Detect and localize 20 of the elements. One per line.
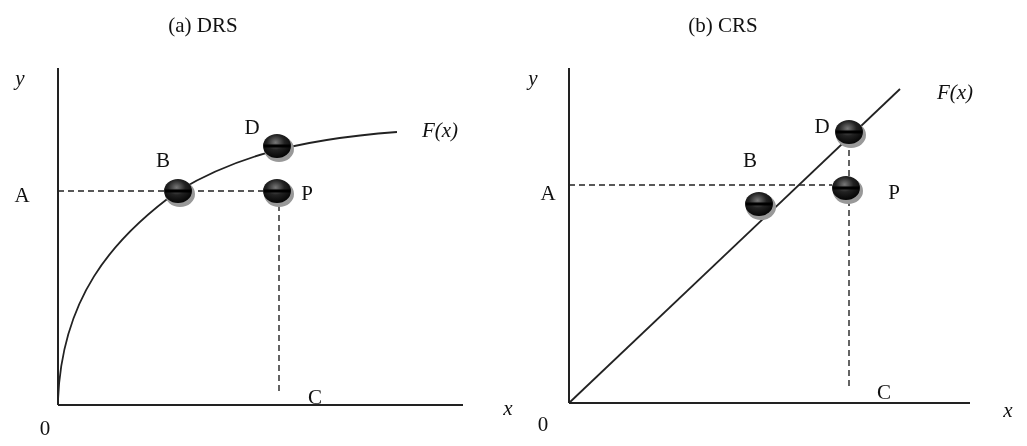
point-label: A: [540, 182, 556, 204]
point-label: P: [888, 181, 900, 203]
axis-label: x: [1003, 399, 1013, 421]
point-label: D: [244, 116, 260, 138]
point-label: C: [308, 386, 322, 408]
point-label: C: [877, 381, 891, 403]
point-label: D: [814, 115, 830, 137]
point-label: B: [156, 149, 170, 171]
point-label: P: [301, 182, 313, 204]
point-label: A: [14, 184, 30, 206]
axis-label: y: [528, 67, 538, 89]
point-label: B: [743, 149, 757, 171]
panel-title: (b) CRS: [688, 14, 758, 36]
curve-label: F(x): [421, 119, 459, 141]
origin-label: 0: [39, 417, 51, 439]
axis-label: x: [503, 397, 513, 419]
origin-label: 0: [537, 413, 549, 435]
panel-title: (a) DRS: [168, 14, 238, 36]
curve-label: F(x): [936, 81, 974, 103]
axis-label: y: [15, 67, 25, 89]
